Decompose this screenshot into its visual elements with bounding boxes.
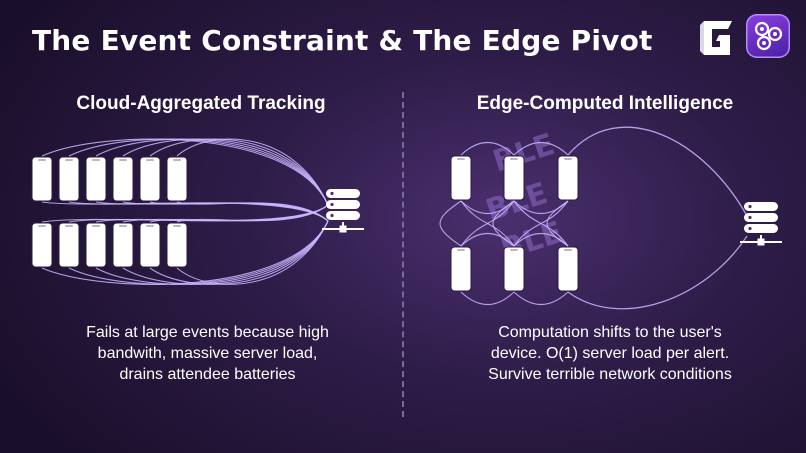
phone-icon bbox=[58, 156, 80, 202]
edge-caption-line: Survive terrible network conditions bbox=[488, 366, 732, 383]
connection-line bbox=[122, 138, 329, 206]
cloud-caption-line: bandwith, massive server load, bbox=[97, 345, 318, 362]
connection-line bbox=[95, 138, 329, 206]
phone-icon bbox=[85, 222, 107, 268]
connection-line bbox=[460, 200, 515, 247]
server-icon bbox=[740, 202, 782, 246]
connection-line bbox=[176, 220, 329, 285]
phone-icon bbox=[85, 156, 107, 202]
phone-icon bbox=[557, 155, 579, 201]
cloud-caption-line: Fails at large events because high bbox=[86, 324, 329, 341]
connection-line bbox=[149, 138, 329, 206]
phone-icon bbox=[112, 222, 134, 268]
connection-line bbox=[41, 220, 329, 285]
connection-line bbox=[546, 200, 569, 247]
connection-line bbox=[95, 220, 329, 285]
connection-line bbox=[122, 201, 329, 222]
cloud-caption: Fails at large events because high bandw… bbox=[20, 322, 395, 385]
connection-line bbox=[176, 201, 329, 222]
edge-section-heading: Edge-Computed Intelligence bbox=[476, 93, 734, 114]
connection-line bbox=[41, 138, 329, 206]
connection-line bbox=[122, 220, 329, 285]
connection-line bbox=[513, 142, 569, 156]
connection-line bbox=[567, 126, 748, 217]
connection-line bbox=[492, 200, 515, 247]
edge-caption: Computation shifts to the user's device.… bbox=[420, 322, 800, 385]
connection-line bbox=[513, 291, 569, 305]
phone-icon bbox=[503, 155, 525, 201]
connection-line bbox=[460, 291, 515, 305]
cloud-section-heading: Cloud-Aggregated Tracking bbox=[76, 93, 326, 114]
device-nodes bbox=[31, 155, 782, 292]
cloud-caption-line: drains attendee batteries bbox=[119, 366, 296, 383]
connection-line bbox=[567, 235, 748, 310]
page-title: The Event Constraint & The Edge Pivot bbox=[32, 24, 653, 57]
phone-icon bbox=[58, 222, 80, 268]
phone-icon bbox=[557, 246, 579, 292]
connection-line bbox=[149, 220, 329, 285]
connection-line bbox=[176, 138, 329, 206]
section-divider bbox=[402, 92, 404, 417]
phone-icon bbox=[450, 246, 472, 292]
phone-icon bbox=[139, 222, 161, 268]
connection-line bbox=[149, 201, 329, 222]
connection-line bbox=[176, 204, 329, 223]
phone-icon bbox=[112, 156, 134, 202]
connection-lines bbox=[41, 126, 748, 310]
phone-icon bbox=[450, 155, 472, 201]
connection-line bbox=[68, 220, 329, 285]
server-icon bbox=[322, 189, 364, 233]
connection-line bbox=[513, 200, 569, 247]
phone-icon bbox=[31, 222, 53, 268]
phone-icon bbox=[139, 156, 161, 202]
phone-icon bbox=[166, 156, 188, 202]
connection-line bbox=[439, 200, 462, 247]
phone-icon bbox=[503, 246, 525, 292]
connection-line bbox=[460, 142, 515, 156]
app-badge-icon bbox=[746, 14, 790, 58]
edge-caption-line: device. O(1) server load per alert. bbox=[490, 345, 730, 362]
g-logo-icon bbox=[700, 21, 732, 55]
phone-icon bbox=[166, 222, 188, 268]
edge-caption-line: Computation shifts to the user's bbox=[498, 324, 722, 341]
phone-icon bbox=[31, 156, 53, 202]
connection-line bbox=[68, 138, 329, 206]
